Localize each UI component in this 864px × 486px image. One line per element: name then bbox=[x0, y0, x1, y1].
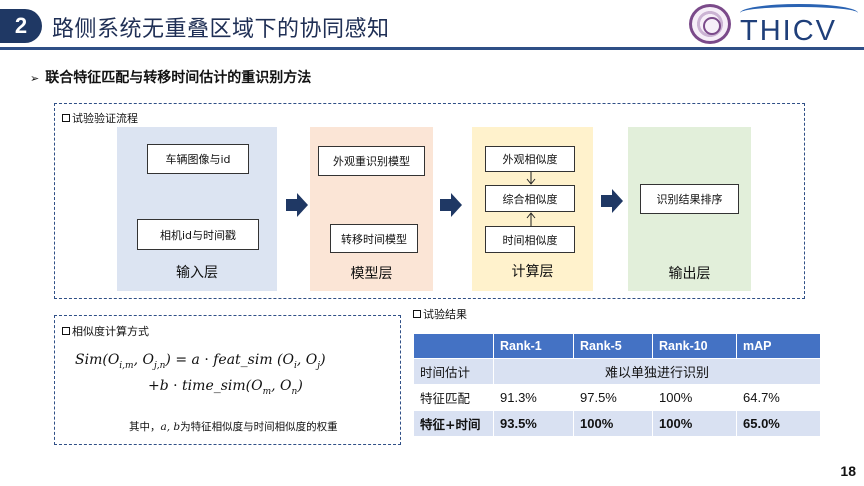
results-label: 试验结果 bbox=[413, 306, 467, 322]
flow-label-text: 试验验证流程 bbox=[72, 112, 138, 125]
model-layer-label: 模型层 bbox=[350, 266, 393, 282]
header-cell-rank1: Rank-1 bbox=[493, 333, 574, 359]
section-subtitle: ➢ 联合特征匹配与转移时间估计的重识别方法 bbox=[30, 67, 311, 87]
cell-value: 91.3% bbox=[493, 384, 574, 411]
row-label-feature-match: 特征匹配 bbox=[413, 384, 494, 411]
node-camera-id-timestamp: 相机id与时间戳 bbox=[137, 219, 259, 250]
results-table: Rank-1 Rank-5 Rank-10 mAP 时间估计 难以单独进行识别 … bbox=[413, 333, 821, 437]
row-label-feature-time: 特征+时间 bbox=[413, 410, 494, 437]
arrow-right-icon bbox=[601, 189, 623, 213]
results-header-row: Rank-1 Rank-5 Rank-10 mAP bbox=[413, 333, 821, 359]
similarity-formula-line-1: Sim(Oi,m, Oj,n) = a · feat_sim (Oi, Oj) bbox=[75, 352, 326, 371]
page-title: 路侧系统无重叠区域下的协同感知 bbox=[52, 17, 390, 42]
flow-dashed-box bbox=[54, 103, 805, 299]
cell-value: 64.7% bbox=[736, 384, 821, 411]
flow-label: 试验验证流程 bbox=[62, 110, 138, 126]
cell-value: 100% bbox=[652, 384, 737, 411]
similarity-dashed-box bbox=[54, 315, 401, 445]
section-number-badge: 2 bbox=[0, 9, 42, 43]
table-row: 特征匹配 91.3% 97.5% 100% 64.7% bbox=[413, 384, 821, 411]
cell-value: 100% bbox=[652, 410, 737, 437]
arrow-right-icon bbox=[440, 193, 462, 217]
output-layer-column: 识别结果排序 输出层 bbox=[628, 127, 751, 291]
bullet-arrow-icon: ➢ bbox=[30, 72, 40, 85]
formula-note-suffix: 为特征相似度与时间相似度的权重 bbox=[180, 421, 338, 433]
input-layer-label: 输入层 bbox=[176, 265, 218, 281]
node-transfer-time-model: 转移时间模型 bbox=[330, 224, 418, 253]
similarity-label-text: 相似度计算方式 bbox=[72, 325, 149, 338]
thicv-logo-arc bbox=[740, 4, 858, 22]
formula-note: 其中，a, b为特征相似度与时间相似度的权重 bbox=[129, 419, 338, 434]
arrow-down-icon bbox=[526, 172, 536, 185]
calc-layer-column: 外观相似度 综合相似度 时间相似度 计算层 bbox=[472, 127, 593, 291]
arrow-right-icon bbox=[286, 193, 308, 217]
page-number: 18 bbox=[840, 463, 856, 479]
node-combined-similarity: 综合相似度 bbox=[485, 185, 575, 212]
arrow-up-icon bbox=[526, 212, 536, 226]
header-divider bbox=[0, 47, 864, 50]
node-vehicle-image-id: 车辆图像与id bbox=[147, 144, 249, 174]
output-layer-label: 输出层 bbox=[668, 266, 711, 282]
cell-value: 97.5% bbox=[573, 384, 653, 411]
square-bullet-icon bbox=[62, 327, 70, 335]
header-cell-map: mAP bbox=[736, 333, 821, 359]
cell-value: 93.5% bbox=[493, 410, 574, 437]
table-row: 特征+时间 93.5% 100% 100% 65.0% bbox=[413, 410, 821, 437]
cell-value: 65.0% bbox=[736, 410, 821, 437]
cell-merged-note: 难以单独进行识别 bbox=[493, 358, 821, 385]
university-seal-logo bbox=[689, 4, 731, 44]
results-label-text: 试验结果 bbox=[423, 308, 467, 321]
node-appearance-similarity: 外观相似度 bbox=[485, 146, 575, 172]
header-cell-empty bbox=[413, 333, 494, 359]
calc-layer-label: 计算层 bbox=[511, 264, 554, 280]
formula-note-prefix: 其中， bbox=[129, 421, 161, 433]
table-row: 时间估计 难以单独进行识别 bbox=[413, 358, 821, 385]
formula-note-vars: a, b bbox=[160, 421, 181, 433]
square-bullet-icon bbox=[62, 114, 70, 122]
header-cell-rank10: Rank-10 bbox=[652, 333, 737, 359]
model-layer-column: 外观重识别模型 转移时间模型 模型层 bbox=[310, 127, 433, 291]
subtitle-text: 联合特征匹配与转移时间估计的重识别方法 bbox=[45, 70, 312, 86]
row-label-time-estimation: 时间估计 bbox=[413, 358, 494, 385]
node-ranking-result: 识别结果排序 bbox=[640, 184, 739, 214]
similarity-label: 相似度计算方式 bbox=[62, 323, 149, 339]
square-bullet-icon bbox=[413, 310, 421, 318]
thicv-logo: THICV bbox=[740, 15, 837, 47]
node-appearance-reid-model: 外观重识别模型 bbox=[318, 146, 425, 176]
cell-value: 100% bbox=[573, 410, 653, 437]
header-cell-rank5: Rank-5 bbox=[573, 333, 653, 359]
similarity-formula-line-2: +b · time_sim(Om, On) bbox=[148, 378, 303, 397]
node-time-similarity: 时间相似度 bbox=[485, 226, 575, 253]
input-layer-column: 车辆图像与id 相机id与时间戳 输入层 bbox=[117, 127, 277, 291]
